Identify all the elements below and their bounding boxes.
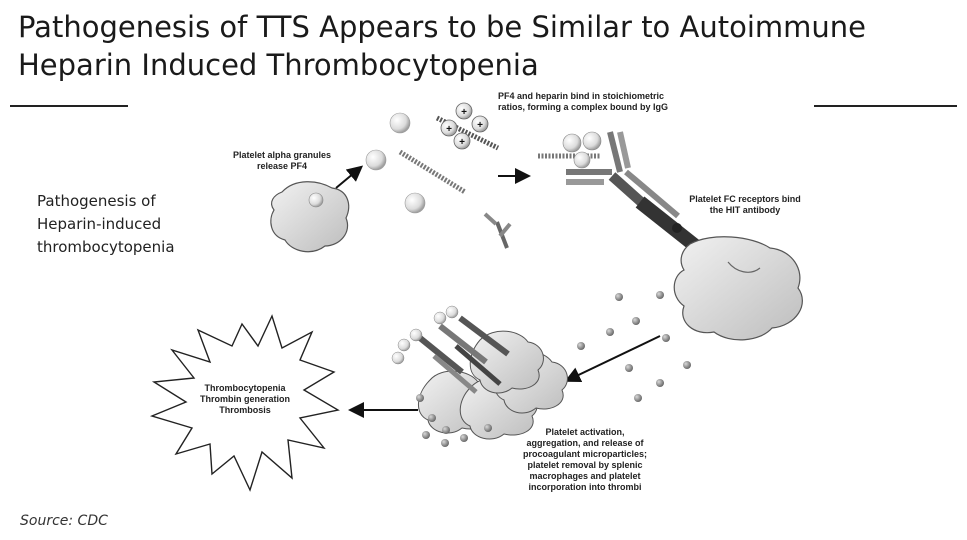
pf4-granule bbox=[308, 192, 324, 208]
side-caption-line-1: Pathogenesis of bbox=[37, 192, 156, 210]
label-alpha-granules-line-1: Platelet alpha granules bbox=[232, 150, 332, 160]
outcome-line-2: Thrombin generation bbox=[200, 394, 290, 404]
label-pf4-heparin-line-2: ratios, forming a complex bound by IgG bbox=[498, 102, 669, 112]
outcome-label: Thrombocytopenia Thrombin generation Thr… bbox=[185, 383, 305, 416]
label-pf4-heparin-line-1: PF4 and heparin bind in stoichiometric bbox=[498, 91, 665, 101]
label-platelet-activation: Platelet activation, aggregation, and re… bbox=[500, 427, 670, 493]
plus-sign: + bbox=[477, 120, 483, 131]
label-activation-line-3: procoagulant microparticles; bbox=[522, 449, 648, 459]
label-activation-line-2: aggregation, and release of bbox=[526, 438, 644, 448]
free-igg-antibody bbox=[483, 212, 512, 249]
resting-platelet bbox=[270, 181, 350, 253]
plus-sign: + bbox=[459, 137, 465, 148]
pf4-sphere bbox=[404, 192, 426, 214]
pf4-sphere bbox=[389, 112, 411, 134]
label-activation-line-4: platelet removal by splenic bbox=[527, 460, 643, 470]
slide-title-line-2: Heparin Induced Thrombocytopenia bbox=[18, 48, 539, 82]
label-alpha-granules: Platelet alpha granules release PF4 bbox=[212, 150, 352, 172]
side-caption-line-2: Heparin-induced bbox=[37, 215, 162, 233]
outcome-starburst bbox=[149, 314, 340, 492]
outcome-line-3: Thrombosis bbox=[219, 405, 271, 415]
label-activation-line-1: Platelet activation, bbox=[545, 427, 625, 437]
outcome-line-1: Thrombocytopenia bbox=[204, 383, 286, 393]
slide-title-line-1: Pathogenesis of TTS Appears to be Simila… bbox=[18, 10, 867, 44]
label-activation-line-5: macrophages and platelet bbox=[529, 471, 641, 481]
pf4-sphere bbox=[365, 149, 387, 171]
title-rule-right bbox=[814, 105, 957, 107]
release-arrow bbox=[335, 165, 364, 189]
side-caption: Pathogenesis of Heparin-induced thromboc… bbox=[37, 190, 175, 259]
platelet-surface-fold bbox=[727, 261, 761, 273]
procoagulant-microparticles bbox=[577, 291, 691, 402]
platelet-aggregate bbox=[391, 305, 568, 447]
label-fc-receptors: Platelet FC receptors bind the HIT antib… bbox=[670, 194, 820, 216]
slide-title: Pathogenesis of TTS Appears to be Simila… bbox=[18, 8, 958, 84]
pf4-heparin-igg-complex bbox=[538, 131, 703, 254]
source-citation: Source: CDC bbox=[20, 513, 108, 529]
plus-sign: + bbox=[461, 107, 467, 118]
title-rule-left bbox=[10, 105, 128, 107]
label-pf4-heparin: PF4 and heparin bind in stoichiometric r… bbox=[498, 91, 698, 113]
pf4-charged-sphere bbox=[455, 102, 473, 120]
pf4-charged-sphere bbox=[471, 115, 489, 133]
label-fc-receptors-line-1: Platelet FC receptors bind bbox=[689, 194, 801, 204]
pf4-charged-sphere bbox=[453, 132, 471, 150]
label-fc-receptors-line-2: the HIT antibody bbox=[709, 205, 781, 215]
heparin-chain bbox=[398, 149, 467, 195]
label-alpha-granules-line-2: release PF4 bbox=[256, 161, 308, 171]
activation-arrow bbox=[564, 335, 661, 383]
antibody-bound-platelet bbox=[673, 236, 803, 341]
label-activation-line-6: incorporation into thrombi bbox=[528, 482, 642, 492]
pf4-charged-sphere bbox=[440, 119, 458, 137]
side-caption-line-3: thrombocytopenia bbox=[37, 238, 175, 256]
plus-sign: + bbox=[446, 124, 452, 135]
